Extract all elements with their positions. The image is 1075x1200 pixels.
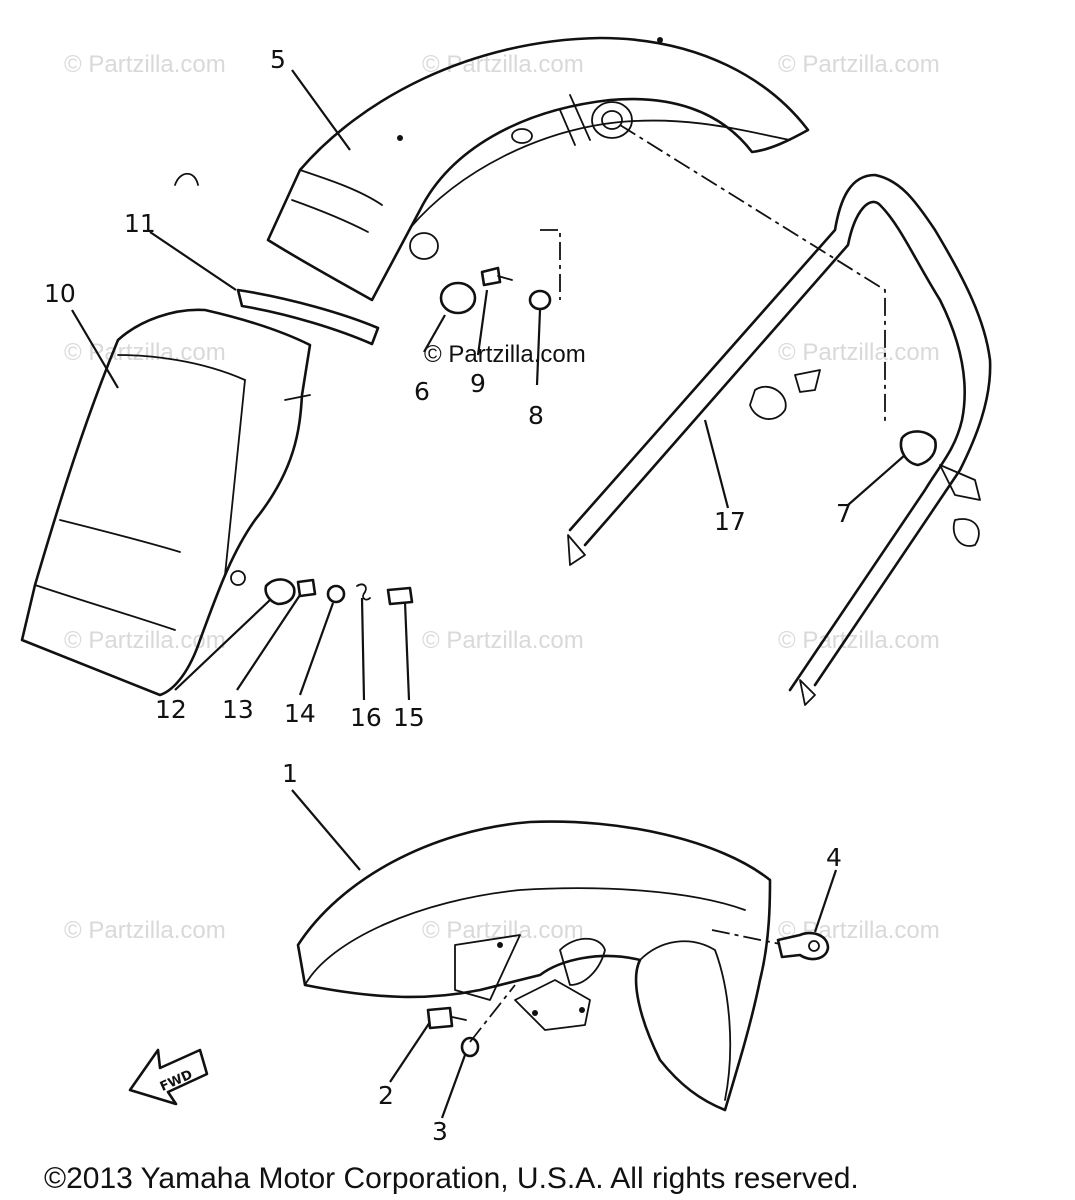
part-label-17[interactable]: 17 (714, 507, 746, 536)
screw-9-shape (480, 266, 502, 287)
nut-8-shape (528, 289, 552, 311)
watermark: © Partzilla.com (422, 627, 584, 654)
bolt-2-shape (426, 1006, 454, 1030)
part-label-16[interactable]: 16 (350, 703, 382, 732)
part-label-11[interactable]: 11 (124, 209, 156, 238)
part-label-9[interactable]: 9 (470, 369, 486, 398)
watermark: © Partzilla.com (778, 51, 940, 78)
damper-12-shape (264, 578, 296, 606)
part-label-13[interactable]: 13 (222, 695, 254, 724)
watermark: © Partzilla.com (64, 339, 226, 366)
part-label-10[interactable]: 10 (44, 279, 76, 308)
part-label-6[interactable]: 6 (414, 377, 430, 406)
leader-lines (71, 69, 906, 1119)
washer-3-shape (460, 1036, 480, 1058)
part-label-14[interactable]: 14 (284, 699, 316, 728)
part-numbers: 5 11 10 6 9 8 7 17 12 13 14 16 15 1 4 2 … (44, 45, 852, 1146)
damper-6-shape (439, 281, 477, 315)
part-label-2[interactable]: 2 (378, 1081, 394, 1110)
part-label-12[interactable]: 12 (155, 695, 187, 724)
watermark: © Partzilla.com (778, 627, 940, 654)
fwd-label: FWD (158, 1067, 195, 1095)
rear-fender-drawing (174, 36, 810, 302)
rear-flap-drawing (20, 308, 312, 697)
grab-bar-drawing (567, 173, 992, 706)
seal-strip-drawing (236, 288, 380, 346)
part-label-4[interactable]: 4 (826, 843, 842, 872)
watermark: © Partzilla.com (64, 51, 226, 78)
assembly-lines (469, 124, 886, 1043)
collar-13-shape (296, 578, 317, 598)
bolt-15-shape (386, 586, 414, 606)
washer-14-shape (326, 584, 346, 604)
watermark: © Partzilla.com (778, 339, 940, 366)
part-label-15[interactable]: 15 (393, 703, 425, 732)
part-label-5[interactable]: 5 (270, 45, 286, 74)
watermark: © Partzilla.com (422, 917, 584, 944)
damper-7-shape (899, 430, 937, 467)
watermark-center: © Partzilla.com (424, 341, 586, 368)
copyright-notice: ©2013 Yamaha Motor Corporation, U.S.A. A… (44, 1162, 859, 1195)
part-label-3[interactable]: 3 (432, 1117, 448, 1146)
bolt-4-shape (776, 931, 830, 961)
hardware-drawings (264, 266, 937, 1058)
spring-washer-16-shape (356, 583, 371, 601)
watermark-layer: © Partzilla.com © Partzilla.com © Partzi… (64, 51, 940, 944)
part-label-1[interactable]: 1 (282, 759, 298, 788)
part-label-8[interactable]: 8 (528, 401, 544, 430)
fwd-arrow-icon: FWD (128, 1048, 209, 1106)
watermark: © Partzilla.com (422, 51, 584, 78)
watermark: © Partzilla.com (64, 627, 226, 654)
front-fender-drawing (296, 820, 772, 1112)
watermark: © Partzilla.com (64, 917, 226, 944)
part-label-7[interactable]: 7 (836, 499, 852, 528)
